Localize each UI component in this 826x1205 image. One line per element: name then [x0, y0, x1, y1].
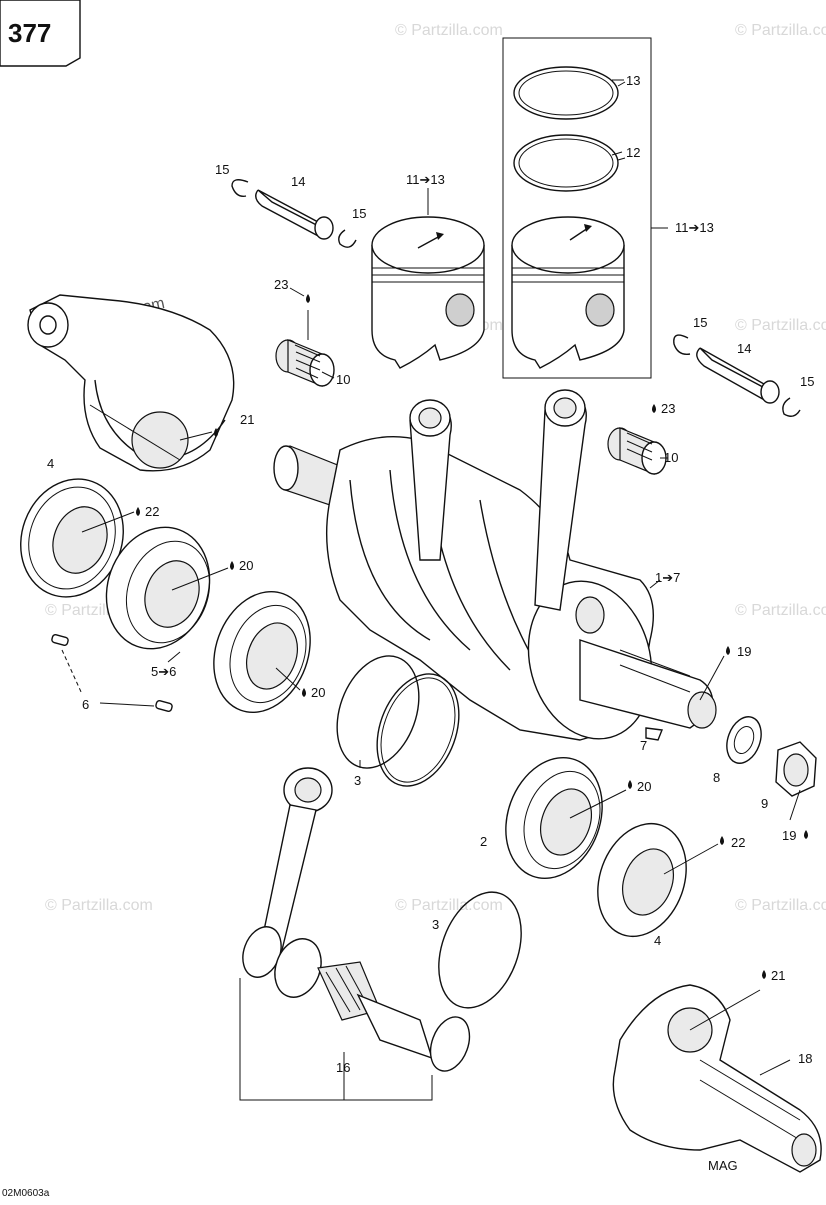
callout-16: 16: [336, 1060, 350, 1075]
circlip-15-upper-right: [338, 229, 357, 248]
watermark: © Partzilla.com: [395, 22, 503, 39]
piston-left: [371, 216, 485, 369]
oil-seal-4-left: [20, 478, 124, 598]
callout-labels: 15 14 15 11➔13 13 12 11➔13 23 10 15 14 1…: [47, 73, 814, 1075]
circlip-15-upper-left: [231, 179, 249, 197]
callout-15: 15: [800, 374, 814, 389]
callout-6: 6: [82, 697, 89, 712]
callout-14: 14: [737, 341, 751, 356]
needle-bearing-10-upper: [275, 339, 335, 387]
callout-18: 18: [798, 1051, 812, 1066]
callout-20: 20: [311, 685, 325, 700]
ball-bearing-5-left: [105, 526, 211, 650]
callout-13: 13: [626, 73, 640, 88]
callout-2: 2: [480, 834, 487, 849]
oil-seal-4-mag: [597, 822, 687, 938]
crankshaft-assembly-1-7: [273, 436, 717, 741]
piston-ring-13: [513, 66, 626, 120]
o-ring-3-center-b: [376, 673, 460, 787]
oil-drop-icon: [214, 428, 218, 437]
callout-23: 23: [661, 401, 675, 416]
oil-drop-icon: [804, 830, 808, 839]
callout-4: 4: [47, 456, 54, 471]
leader-lines: [81, 79, 801, 1076]
callout-20: 20: [239, 558, 253, 573]
callout-10: 10: [664, 450, 678, 465]
page-number-box: 377: [0, 0, 81, 67]
oil-drop-icon: [302, 688, 306, 697]
callout-22: 22: [731, 835, 745, 850]
watermark: © Partzilla.com: [735, 22, 826, 39]
watermark: © Partzilla.com: [735, 602, 826, 619]
piston-pin-14-upper: [255, 189, 334, 240]
ball-bearing-left-2: [213, 590, 311, 714]
dowel-pin-6-a: [51, 634, 69, 646]
oil-drop-icon: [652, 404, 656, 413]
callout-21: 21: [240, 412, 254, 427]
callout-7: 7: [640, 738, 647, 753]
watermark: © Partzilla.com: [735, 317, 826, 334]
callout-21: 21: [771, 968, 785, 983]
woodruff-key-7: [645, 727, 663, 741]
callout-4: 4: [654, 933, 661, 948]
callout-19: 19: [782, 828, 796, 843]
oil-drop-icon: [720, 836, 724, 845]
o-ring-3-lower: [438, 891, 522, 1009]
connecting-rod-kit-16: [239, 767, 471, 1101]
connecting-rod-right: [534, 389, 587, 611]
piston-ring-12: [513, 134, 626, 192]
callout-15: 15: [215, 162, 229, 177]
oil-drop-icon: [136, 507, 140, 516]
oil-drop-icon: [306, 294, 310, 303]
callout-23: 23: [274, 277, 288, 292]
callout-15: 15: [352, 206, 366, 221]
callout-5-6: 5➔6: [151, 664, 176, 679]
page-number: 377: [8, 18, 51, 48]
needle-bearing-10-right: [607, 427, 667, 475]
lock-washer-8: [726, 716, 762, 764]
ball-bearing-2-mag: [505, 756, 603, 880]
crankshaft-half-21-pto: [27, 294, 235, 472]
crankshaft-half-18-mag: [612, 984, 822, 1173]
piston-pin-14-right: [696, 347, 780, 404]
oil-drop-icon: [628, 780, 632, 789]
watermark: © Partzilla.com: [395, 897, 503, 914]
callout-1-7: 1➔7: [655, 570, 680, 585]
lubrication-drops: [136, 294, 808, 979]
diagram-code: 02M0603a: [2, 1188, 50, 1199]
callout-15: 15: [693, 315, 707, 330]
callout-3: 3: [354, 773, 361, 788]
piston-right: [511, 216, 625, 369]
o-ring-3-center-a: [336, 655, 420, 769]
callout-22: 22: [145, 504, 159, 519]
callout-10: 10: [336, 372, 350, 387]
oil-drop-icon: [762, 970, 766, 979]
callout-12: 12: [626, 145, 640, 160]
circlip-15-right-b: [782, 397, 801, 417]
dowel-pin-6-b: [155, 700, 173, 712]
circlip-15-right-a: [673, 334, 691, 355]
callout-3: 3: [432, 917, 439, 932]
piston-ring-group-box: [502, 37, 668, 379]
callout-20: 20: [637, 779, 651, 794]
callout-11-13: 11➔13: [675, 220, 714, 235]
mag-side-label: MAG: [708, 1158, 738, 1173]
oil-drop-icon: [726, 646, 730, 655]
callout-14: 14: [291, 174, 305, 189]
callout-8: 8: [713, 770, 720, 785]
callout-19: 19: [737, 644, 751, 659]
watermark: © Partzilla.com: [45, 897, 153, 914]
oil-drop-icon: [230, 561, 234, 570]
watermark: © Partzilla.com: [735, 897, 826, 914]
callout-11-13: 11➔13: [406, 172, 445, 187]
hex-nut-9: [775, 741, 817, 797]
callout-9: 9: [761, 796, 768, 811]
connecting-rod-left: [409, 399, 452, 561]
